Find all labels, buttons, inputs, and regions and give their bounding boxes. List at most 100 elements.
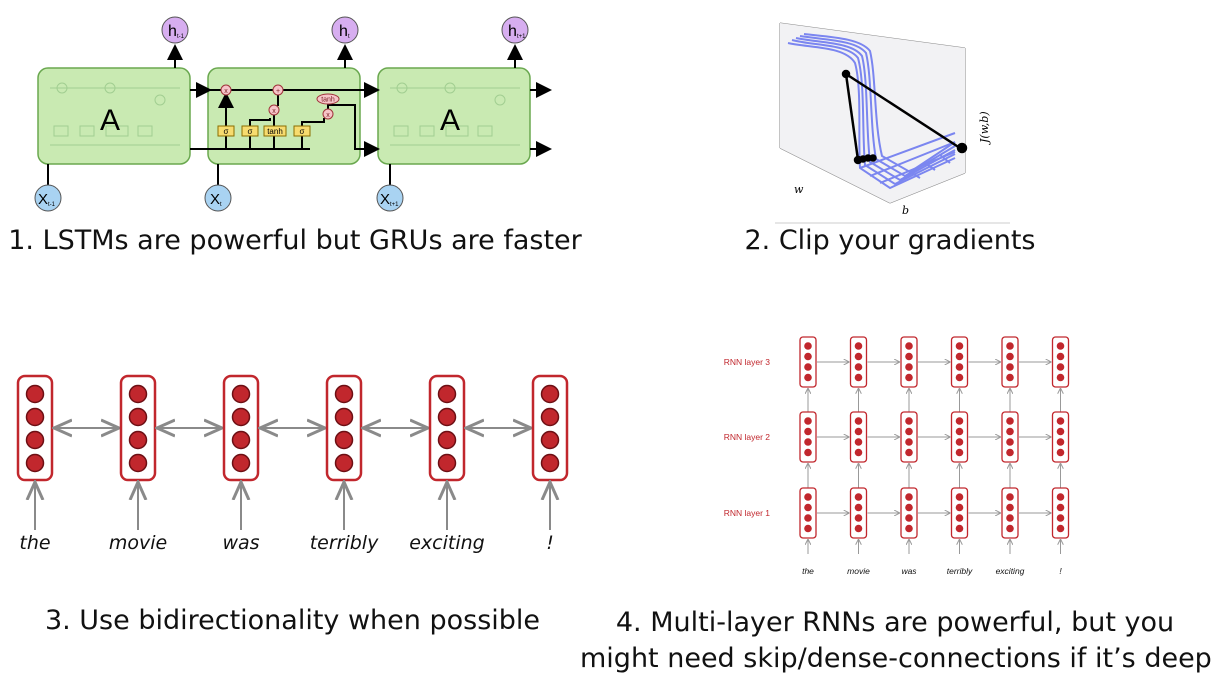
rnn-neuron <box>1056 373 1065 382</box>
rnn-neuron <box>1056 493 1065 501</box>
rnn-cell <box>950 487 969 539</box>
rnn-neuron <box>854 373 863 382</box>
rnn-neuron <box>955 438 964 446</box>
rnn-neuron <box>854 493 863 501</box>
rnn-neuron <box>804 438 812 446</box>
caption-multilayer-line1: 4. Multi-layer RNNs are powerful, but yo… <box>615 607 1175 638</box>
op-add: + <box>276 88 280 95</box>
word-label: was <box>222 532 260 554</box>
word-label: was <box>901 566 917 576</box>
layer-label: RNN layer 1 <box>723 508 770 518</box>
rnn-neuron <box>1056 438 1065 446</box>
word-label: terribly <box>309 532 379 554</box>
rnn-neuron <box>905 352 913 361</box>
rnn-neuron <box>955 427 964 436</box>
op-multiply-1: x <box>224 88 228 95</box>
x-label-next: X <box>380 191 390 208</box>
rnn-neuron <box>1006 427 1014 436</box>
rnn-neuron <box>1006 373 1014 382</box>
word-label: the <box>19 532 51 554</box>
rnn-cell <box>900 487 918 539</box>
rnn-cell <box>799 411 817 463</box>
rnn-neuron <box>1006 524 1014 533</box>
caption-lstm: 1. LSTMs are powerful but GRUs are faste… <box>8 225 582 256</box>
rnn-neuron <box>905 524 913 533</box>
rnn-neuron <box>854 503 863 512</box>
rnn-neuron <box>1006 417 1014 425</box>
rnn-neuron <box>128 407 148 427</box>
rnn-neuron <box>25 384 45 404</box>
word-label: exciting <box>409 532 485 554</box>
gradient-surface-plot: w b J(w,b) <box>770 18 1020 228</box>
rnn-neuron <box>854 342 863 350</box>
caption-multilayer-line2: might need skip/dense-connections if it’… <box>580 643 1211 674</box>
rnn-neuron <box>1056 514 1065 522</box>
rnn-neuron <box>334 384 354 404</box>
rnn-cell <box>799 336 817 388</box>
rnn-neuron <box>854 427 863 436</box>
rnn-neuron <box>437 384 457 404</box>
rnn-cell <box>1001 487 1019 539</box>
rnn-neuron <box>905 363 913 371</box>
rnn-neuron <box>1056 448 1065 457</box>
caption-bidirectional: 3. Use bidirectionality when possible <box>44 605 541 636</box>
rnn-neuron <box>955 417 964 425</box>
h-label-curr: h <box>339 23 348 40</box>
rnn-neuron <box>437 430 457 450</box>
axis-b-label: b <box>902 204 909 217</box>
rnn-neuron <box>955 448 964 457</box>
rnn-neuron <box>334 453 354 473</box>
rnn-neuron <box>1056 524 1065 533</box>
rnn-neuron <box>804 373 812 382</box>
rnn-neuron <box>854 514 863 522</box>
rnn-neuron <box>25 453 45 473</box>
rnn-neuron <box>905 373 913 382</box>
rnn-neuron <box>1006 363 1014 371</box>
rnn-cell <box>799 487 817 539</box>
rnn-cell <box>900 336 918 388</box>
rnn-cell <box>1001 336 1019 388</box>
rnn-neuron <box>955 342 964 350</box>
rnn-neuron <box>804 342 812 350</box>
rnn-neuron <box>1056 363 1065 371</box>
rnn-cell <box>849 336 868 388</box>
rnn-neuron <box>854 524 863 533</box>
rnn-neuron <box>1006 448 1014 457</box>
rnn-neuron <box>1056 352 1065 361</box>
rnn-neuron <box>955 524 964 533</box>
rnn-neuron <box>804 417 812 425</box>
rnn-neuron <box>804 524 812 533</box>
rnn-neuron <box>1006 342 1014 350</box>
rnn-neuron <box>804 503 812 512</box>
rnn-neuron <box>804 427 812 436</box>
rnn-neuron <box>231 384 251 404</box>
rnn-cell <box>1001 411 1019 463</box>
x-sub-next: t+1 <box>390 202 399 208</box>
rnn-neuron <box>1006 352 1014 361</box>
rnn-neuron <box>1006 493 1014 501</box>
rnn-neuron <box>1006 438 1014 446</box>
gate-forget: σ <box>224 127 229 136</box>
lstm-ops <box>220 84 340 120</box>
layer-label: RNN layer 3 <box>723 357 770 367</box>
h-sub-prev: t-1 <box>177 34 185 40</box>
rnn-neuron <box>231 430 251 450</box>
rnn-neuron <box>231 453 251 473</box>
rnn-neuron <box>804 514 812 522</box>
x-sub-prev: t-1 <box>48 202 56 208</box>
rnn-cell <box>849 487 868 539</box>
rnn-neuron <box>804 448 812 457</box>
rnn-neuron <box>25 430 45 450</box>
word-label: ! <box>1059 566 1062 576</box>
gate-candidate: tanh <box>267 127 283 136</box>
rnn-neuron <box>540 407 560 427</box>
rnn-neuron <box>1056 342 1065 350</box>
rnn-neuron <box>128 430 148 450</box>
rnn-neuron <box>540 430 560 450</box>
rnn-neuron <box>1056 503 1065 512</box>
rnn-neuron <box>955 373 964 382</box>
rnn-neuron <box>437 453 457 473</box>
rnn-neuron <box>128 453 148 473</box>
rnn-cell <box>950 336 969 388</box>
